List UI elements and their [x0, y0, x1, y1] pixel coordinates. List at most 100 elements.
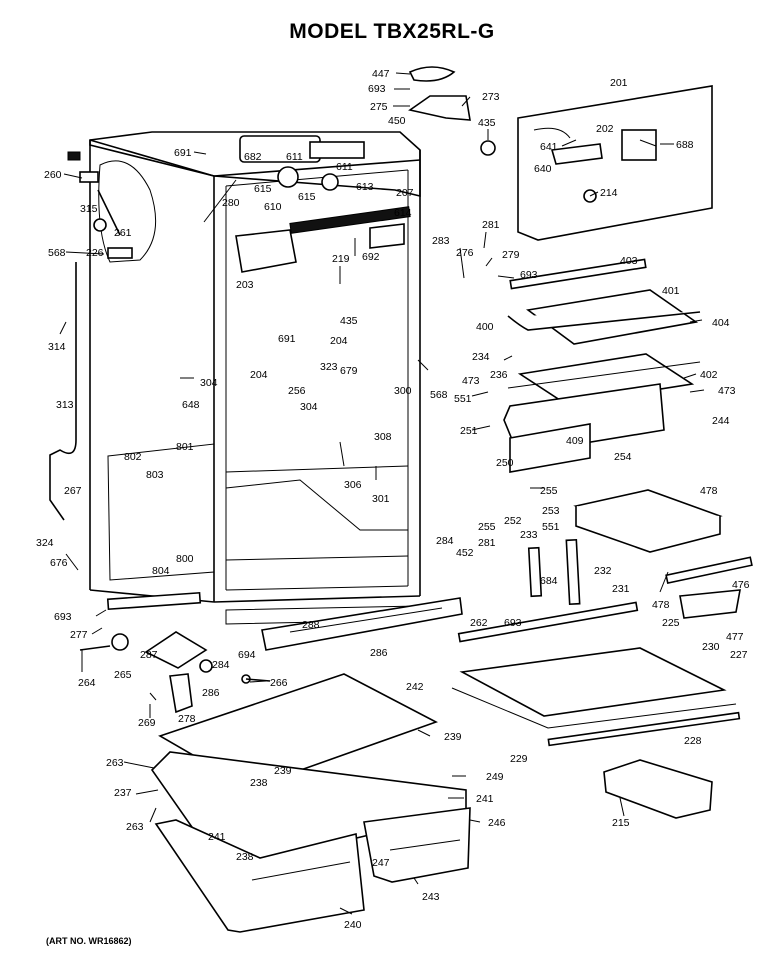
callout-label: 409: [566, 435, 584, 447]
callout-label: 688: [676, 139, 694, 151]
callout-label: 239: [274, 765, 292, 777]
callout-label: 313: [56, 399, 74, 411]
callout-label: 226: [86, 247, 104, 259]
callout-label: 613: [356, 181, 374, 193]
callout-label: 238: [250, 777, 268, 789]
callout-label: 201: [610, 77, 628, 89]
callout-label: 473: [718, 385, 736, 397]
callout-label: 281: [478, 537, 496, 549]
top-hinge-parts: [408, 66, 496, 156]
art-number: (ART NO. WR16862): [46, 936, 132, 946]
callout-label: 225: [662, 617, 680, 629]
lower-left-parts: [79, 443, 271, 714]
callout-label: 691: [278, 333, 296, 345]
callout-label: 402: [700, 369, 718, 381]
callout-label: 233: [520, 529, 538, 541]
callout-label: 246: [488, 817, 506, 829]
callout-label: 202: [596, 123, 614, 135]
callout-label: 551: [542, 521, 560, 533]
callout-label: 314: [48, 341, 66, 353]
callout-label: 204: [250, 369, 268, 381]
callout-label: 308: [374, 431, 392, 443]
callout-label: 477: [726, 631, 744, 643]
callout-label: 240: [344, 919, 362, 931]
callout-label: 243: [422, 891, 440, 903]
callout-label: 478: [652, 599, 670, 611]
callout-label: 232: [594, 565, 612, 577]
callout-label: 244: [712, 415, 730, 427]
callout-label: 801: [176, 441, 194, 453]
callout-label: 800: [176, 553, 194, 565]
callout-label: 239: [444, 731, 462, 743]
callout-label: 263: [126, 821, 144, 833]
callout-label: 204: [330, 335, 348, 347]
callout-label: 250: [496, 457, 514, 469]
callout-label: 610: [264, 201, 282, 213]
callout-label: 304: [200, 377, 218, 389]
leader-lines: [59, 72, 705, 915]
callout-label: 694: [238, 649, 256, 661]
callout-label: 306: [344, 479, 362, 491]
callout-label: 269: [138, 717, 156, 729]
rear-panel-201: [517, 85, 713, 241]
callout-label: 682: [244, 151, 262, 163]
callout-label: 640: [534, 163, 552, 175]
callout-label: 614: [394, 207, 412, 219]
callout-label: 256: [288, 385, 306, 397]
callout-label: 273: [482, 91, 500, 103]
callout-label: 234: [472, 351, 490, 363]
callout-label: 804: [152, 565, 170, 577]
callout-label: 615: [298, 191, 316, 203]
callout-label: 693: [504, 617, 522, 629]
callout-label: 242: [406, 681, 424, 693]
callout-label: 692: [362, 251, 380, 263]
callout-label: 229: [510, 753, 528, 765]
callout-label: 403: [620, 255, 638, 267]
meat-pan-478: [573, 489, 753, 619]
crisper-drawers: [150, 751, 471, 933]
callout-label: 214: [600, 187, 618, 199]
callout-label: 230: [702, 641, 720, 653]
callout-label: 691: [174, 147, 192, 159]
callout-label: 324: [36, 537, 54, 549]
callout-label: 231: [612, 583, 630, 595]
callout-label: 315: [80, 203, 98, 215]
callout-label: 276: [456, 247, 474, 259]
callout-label: 435: [340, 315, 358, 327]
callout-label: 323: [320, 361, 338, 373]
callout-label: 300: [394, 385, 412, 397]
callout-label: 693: [520, 269, 538, 281]
callout-label: 267: [64, 485, 82, 497]
callout-label: 262: [470, 617, 488, 629]
callout-label: 435: [478, 117, 496, 129]
callout-label: 219: [332, 253, 350, 265]
callout-label: 227: [730, 649, 748, 661]
lower-right-shelf: [451, 601, 741, 747]
callout-label: 611: [336, 161, 353, 173]
callout-label: 641: [540, 141, 558, 153]
callout-label: 266: [270, 677, 288, 689]
bin-215: [603, 759, 713, 819]
callout-label: 228: [684, 735, 702, 747]
callout-label: 247: [372, 857, 390, 869]
callout-label: 476: [732, 579, 750, 591]
callout-label: 249: [486, 771, 504, 783]
callout-label: 401: [662, 285, 680, 297]
callout-label: 280: [222, 197, 240, 209]
vertical-rails: [527, 538, 581, 606]
callout-label: 611: [286, 151, 303, 163]
callout-label: 284: [436, 535, 454, 547]
callout-label: 277: [70, 629, 88, 641]
callout-label: 241: [208, 831, 226, 843]
callout-label: 261: [114, 227, 132, 239]
callout-label: 254: [614, 451, 632, 463]
callout-label: 400: [476, 321, 494, 333]
evaporator-fan-assembly: [235, 135, 411, 273]
callout-label: 478: [700, 485, 718, 497]
callout-label: 404: [712, 317, 730, 329]
callout-label: 452: [456, 547, 474, 559]
diagram-title: MODEL TBX25RL-G: [289, 20, 495, 43]
callout-label: 237: [114, 787, 132, 799]
